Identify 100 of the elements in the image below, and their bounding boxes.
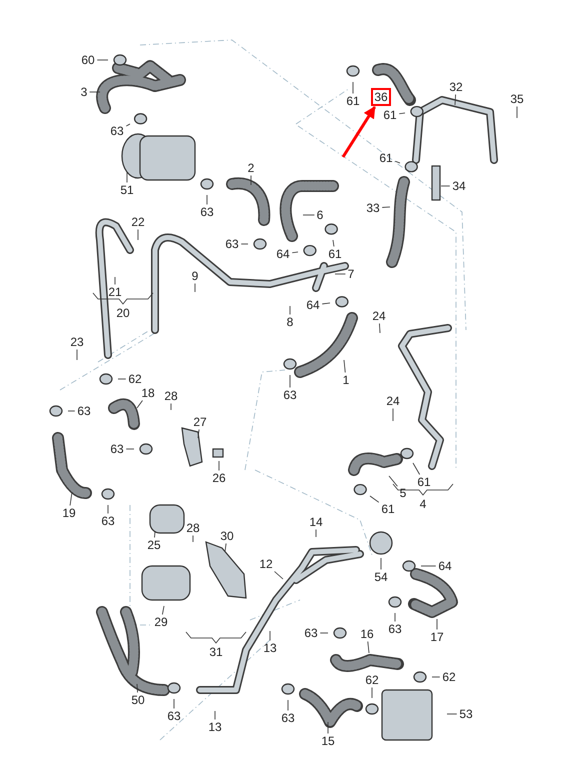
callout-number: 6 (316, 208, 324, 222)
callout-number: 63 (303, 626, 319, 640)
leader-line (162, 606, 164, 615)
callout-number: 5 (398, 486, 408, 500)
callout-number: 24 (371, 309, 387, 323)
arrow (342, 106, 376, 158)
callout-number: 63 (282, 388, 298, 402)
leader-line (118, 378, 126, 380)
callout-number: 35 (509, 92, 525, 106)
callout-number: 25 (146, 538, 162, 552)
callout-number: 13 (207, 720, 223, 734)
leader-line (392, 408, 394, 422)
callout-number: 62 (127, 372, 143, 386)
callout-number: 63 (280, 711, 296, 725)
callout-number: 30 (219, 529, 235, 543)
callout-number: 61 (345, 94, 361, 108)
leader-line (379, 323, 380, 334)
leader-line (370, 496, 380, 503)
leader-line (218, 460, 220, 471)
leader-line (76, 349, 78, 360)
leader-line (194, 283, 196, 292)
callout-number: 33 (365, 201, 381, 215)
callout-number: 63 (76, 404, 92, 418)
callout-number: 14 (308, 515, 324, 529)
callout-number: 61 (382, 108, 398, 122)
callout-number: 24 (385, 394, 401, 408)
callout-number: 36 (373, 90, 389, 104)
callout-number: 4 (418, 497, 428, 511)
leader-line (136, 684, 138, 693)
leader-line (214, 710, 216, 720)
callout-number: 9 (190, 269, 200, 283)
leader-line (126, 124, 130, 126)
leader-line (367, 641, 370, 654)
leader-line (436, 618, 438, 630)
callout-number: 54 (373, 570, 389, 584)
callout-number: 61 (327, 247, 343, 261)
callout-number: 28 (185, 521, 201, 535)
callout-number: 51 (119, 183, 135, 197)
leader-line (432, 676, 440, 678)
callout-number: 61 (416, 475, 432, 489)
leader-line (274, 571, 284, 580)
leader-line (126, 448, 134, 450)
leader-line (516, 106, 518, 118)
leader-line (332, 240, 334, 247)
callout-number: 31 (208, 645, 224, 659)
callout-number: 28 (163, 389, 179, 403)
callout-number: 1 (342, 373, 350, 387)
callout-number: 22 (130, 215, 146, 229)
callout-number: 53 (458, 707, 474, 721)
leader-line (344, 360, 346, 373)
leader-line (398, 112, 406, 114)
callout-number: 60 (80, 53, 96, 67)
leader-line (412, 462, 420, 475)
leader-line (388, 476, 398, 487)
leader-line (224, 543, 226, 552)
callout-number: 63 (109, 124, 125, 138)
leader-line (68, 410, 76, 412)
callout-number: 15 (320, 734, 336, 748)
callout-number: 8 (286, 315, 294, 329)
callout-number: 19 (61, 506, 77, 520)
callout-number: 23 (69, 335, 85, 349)
callout-number: 12 (258, 557, 274, 571)
callout-number: 63 (387, 622, 403, 636)
callout-number: 34 (451, 179, 467, 193)
leader-line (126, 172, 128, 183)
callout-number: 62 (441, 670, 457, 684)
callout-number: 2 (246, 161, 256, 175)
leader-line (250, 175, 252, 186)
callout-number: 61 (378, 151, 394, 165)
leader-line (322, 302, 330, 304)
leader-line (380, 558, 382, 570)
callout-number: 26 (211, 471, 227, 485)
leader-line (394, 612, 396, 622)
callout-number: 63 (199, 205, 215, 219)
leader-line (114, 276, 116, 285)
leader-line (302, 214, 315, 216)
leader-line (192, 535, 194, 542)
callout-number: 27 (192, 415, 208, 429)
leader-line (382, 206, 390, 208)
callout-number: 63 (109, 442, 125, 456)
leader-line (154, 530, 156, 538)
callout-number: 61 (380, 502, 396, 516)
callout-number: 64 (275, 247, 291, 261)
leader-line (454, 94, 456, 106)
leader-line (292, 252, 298, 254)
leader-line (206, 194, 208, 205)
leader-line (320, 632, 328, 634)
callout-number: 29 (153, 615, 169, 629)
callout-number: 64 (437, 559, 453, 573)
callout-number: 3 (80, 85, 88, 99)
callout-number: 32 (448, 80, 464, 94)
callout-number: 17 (429, 630, 445, 644)
callout-number: 21 (107, 285, 123, 299)
callout-number: 16 (359, 627, 375, 641)
leader-line (198, 429, 200, 438)
callout-number: 7 (346, 267, 356, 281)
callout-number: 62 (364, 673, 380, 687)
leader-line (70, 492, 72, 506)
leader-line (136, 400, 143, 408)
leader-line (352, 82, 354, 94)
